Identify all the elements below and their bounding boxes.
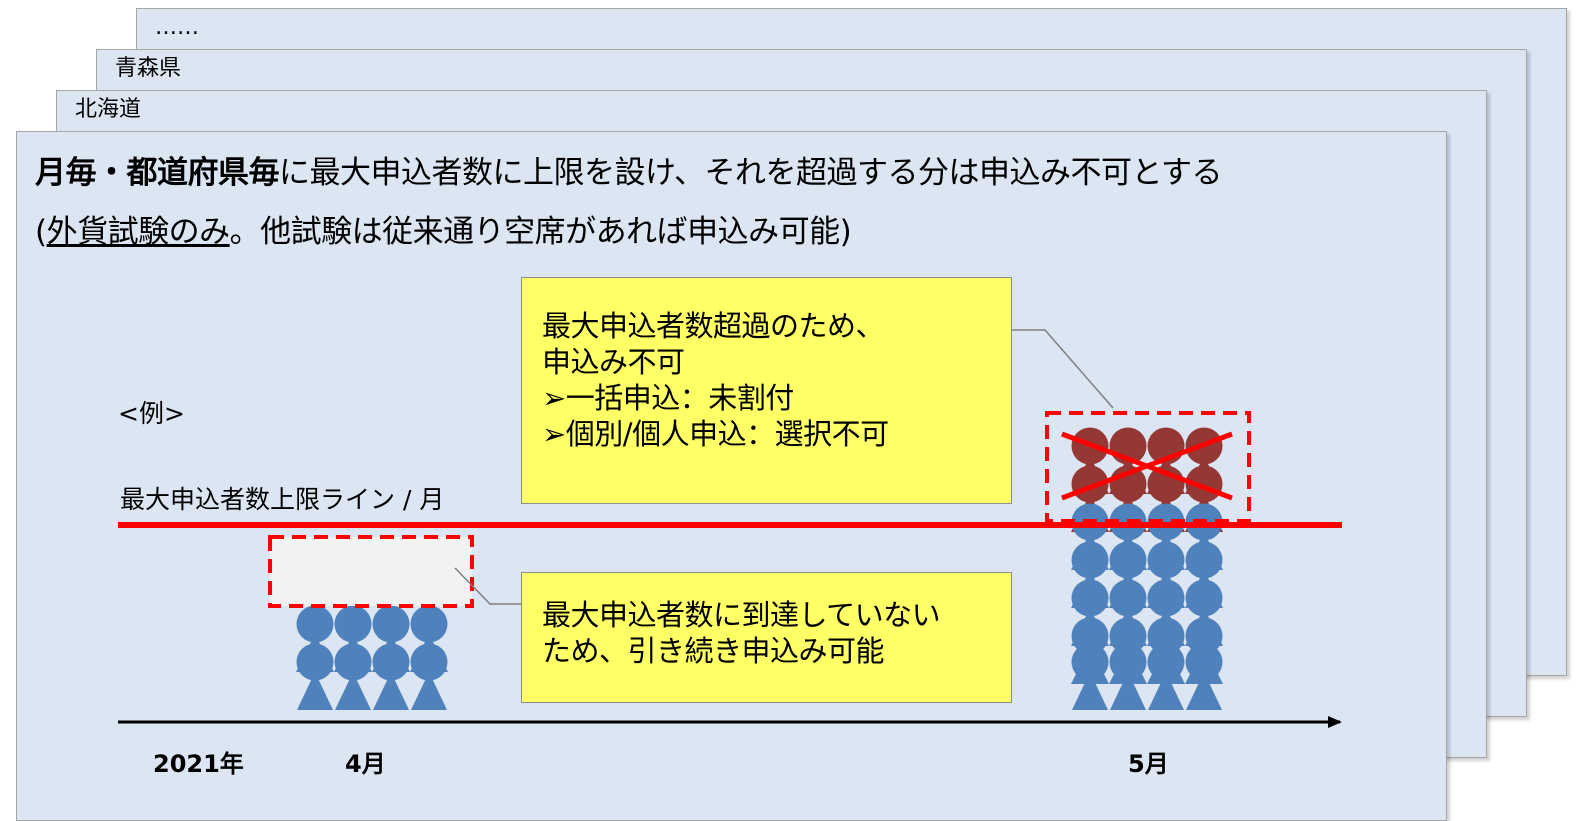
headline-line-1: 月毎・都道府県毎に最大申込者数に上限を設け、それを超過する分は申込み不可とする (35, 153, 1223, 193)
callout-under-line: ため、引き続き申込み可能 (542, 634, 885, 668)
person-icon (1147, 643, 1185, 710)
card-tab-label: …… (155, 15, 199, 40)
callout-over-line: ➢一括申込：未割付 (542, 381, 794, 415)
callout-over-connector (1012, 329, 1114, 409)
headline-rest-2: 。他試験は従来通り空席があれば申込み可能) (229, 214, 852, 250)
card-tab-label: 北海道 (75, 97, 142, 122)
card-tab-label: 青森県 (115, 56, 182, 81)
headline-line-2: (外貨試験のみ。他試験は従来通り空席があれば申込み可能) (35, 212, 852, 252)
headline-paren: ( (35, 214, 47, 250)
persons-layer (296, 427, 1223, 710)
april-empty-slot (268, 535, 474, 608)
person-icon (1071, 643, 1109, 710)
headline-rest: に最大申込者数に上限を設け、それを超過する分は申込み不可とする (279, 155, 1223, 191)
person-icon (1109, 643, 1147, 710)
headline-underline: 外貨試験のみ (46, 214, 231, 250)
person-icon (1185, 643, 1223, 710)
callout-under-limit: 最大申込者数に到達していない ため、引き続き申込み可能 (521, 572, 1012, 703)
callout-under-line: 最大申込者数に到達していない (542, 598, 941, 632)
example-label: <例> (118, 399, 185, 428)
callout-over-limit: 最大申込者数超過のため、 申込み不可 ➢一括申込：未割付 ➢個別/個人申込：選択… (521, 277, 1012, 504)
limit-line-label: 最大申込者数上限ライン / 月 (120, 485, 445, 514)
axis-may-label: 5月 (1128, 750, 1169, 778)
cross-mark-b (1061, 431, 1233, 501)
headline-bold: 月毎・都道府県毎 (35, 155, 280, 191)
person-icon (296, 643, 334, 710)
callout-over-line: 申込み不可 (542, 345, 685, 379)
callout-over-line: ➢個別/個人申込：選択不可 (542, 417, 889, 451)
callout-under-connector (454, 567, 522, 605)
callout-over-line: 最大申込者数超過のため、 (542, 309, 885, 343)
person-icon (334, 643, 372, 710)
axis-april-label: 4月 (345, 750, 386, 778)
person-icon (372, 643, 410, 710)
axis-year-label: 2021年 (153, 750, 244, 778)
person-icon (410, 643, 448, 710)
may-over-box (1045, 411, 1251, 523)
